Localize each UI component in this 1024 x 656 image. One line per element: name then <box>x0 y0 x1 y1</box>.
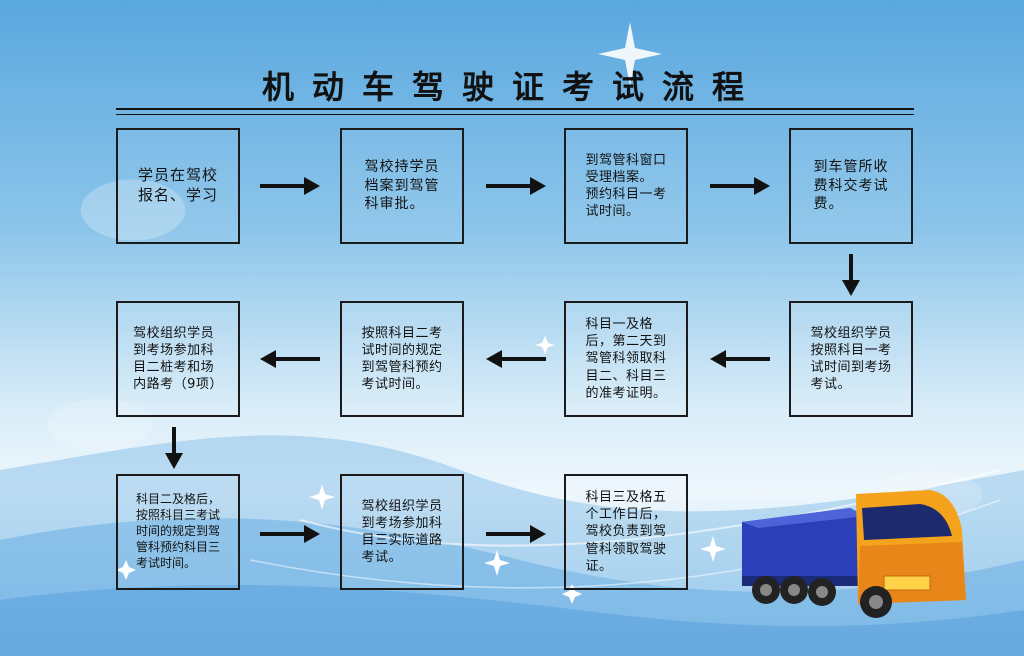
glow-ellipse <box>80 179 186 241</box>
step-text: 驾校组织学员 按照科目一考 试时间到考场 考试。 <box>810 325 892 393</box>
flow-step-7: 按照科目二考 试时间的规定 到驾管科预约 考试时间。 <box>340 301 464 417</box>
flow-step-11: 科目三及格五 个工作日后， 驾校负责到驾 管科领取驾驶 证。 <box>564 474 688 590</box>
flow-step-5: 驾校组织学员 按照科目一考 试时间到考场 考试。 <box>789 301 913 417</box>
step-text: 按照科目二考 试时间的规定 到驾管科预约 考试时间。 <box>361 325 443 393</box>
glow-ellipse <box>47 398 153 452</box>
step-text: 驾校组织学员 到考场参加科 目二桩考和场 内路考（9项） <box>133 325 223 393</box>
right-arrow-icon <box>710 177 770 195</box>
title-rule <box>116 114 914 115</box>
sparkle-star-icon <box>116 22 726 604</box>
title-rule <box>116 108 914 110</box>
right-arrow-icon <box>260 177 320 195</box>
down-arrow-icon <box>842 254 860 296</box>
page-title: 机动车驾驶证考试流程 <box>261 68 762 106</box>
left-arrow-icon <box>260 350 320 368</box>
step-text: 科目二及格后， 按照科目三考试 时间的规定到驾 管科预约科目三 考试时间。 <box>135 492 220 570</box>
step-text: 学员在驾校 报名、学习 <box>137 166 218 204</box>
step-text: 驾校持学员 档案到驾管 科审批。 <box>364 159 440 213</box>
right-arrow-icon <box>486 177 546 195</box>
flow-step-1: 学员在驾校 报名、学习 <box>116 128 240 244</box>
right-arrow-icon <box>486 525 546 543</box>
left-arrow-icon <box>710 350 770 368</box>
dump-truck-icon <box>742 490 966 618</box>
flow-step-10: 驾校组织学员 到考场参加科 目三实际道路 考试。 <box>340 474 464 590</box>
flow-step-6: 科目一及格 后，第二天到 驾管科领取科 目二、科目三 的准考证明。 <box>564 301 688 417</box>
down-arrow-icon <box>165 427 183 469</box>
step-text: 科目一及格 后，第二天到 驾管科领取科 目二、科目三 的准考证明。 <box>585 317 667 401</box>
flow-step-9: 科目二及格后， 按照科目三考试 时间的规定到驾 管科预约科目三 考试时间。 <box>116 474 240 590</box>
left-arrow-icon <box>486 350 546 368</box>
step-text: 到驾管科窗口 受理档案。 预约科目一考 试时间。 <box>585 152 667 220</box>
flow-step-8: 驾校组织学员 到考场参加科 目二桩考和场 内路考（9项） <box>116 301 240 417</box>
flow-step-4: 到车管所收 费科交考试 费。 <box>789 128 913 244</box>
step-text: 驾校组织学员 到考场参加科 目三实际道路 考试。 <box>361 498 443 566</box>
flow-step-3: 到驾管科窗口 受理档案。 预约科目一考 试时间。 <box>564 128 688 244</box>
flow-step-2: 驾校持学员 档案到驾管 科审批。 <box>340 128 464 244</box>
wave-shape <box>0 584 1024 656</box>
step-text: 到车管所收 费科交考试 费。 <box>813 159 889 213</box>
step-text: 科目三及格五 个工作日后， 驾校负责到驾 管科领取驾驶 证。 <box>585 490 667 574</box>
right-arrow-icon <box>260 525 320 543</box>
